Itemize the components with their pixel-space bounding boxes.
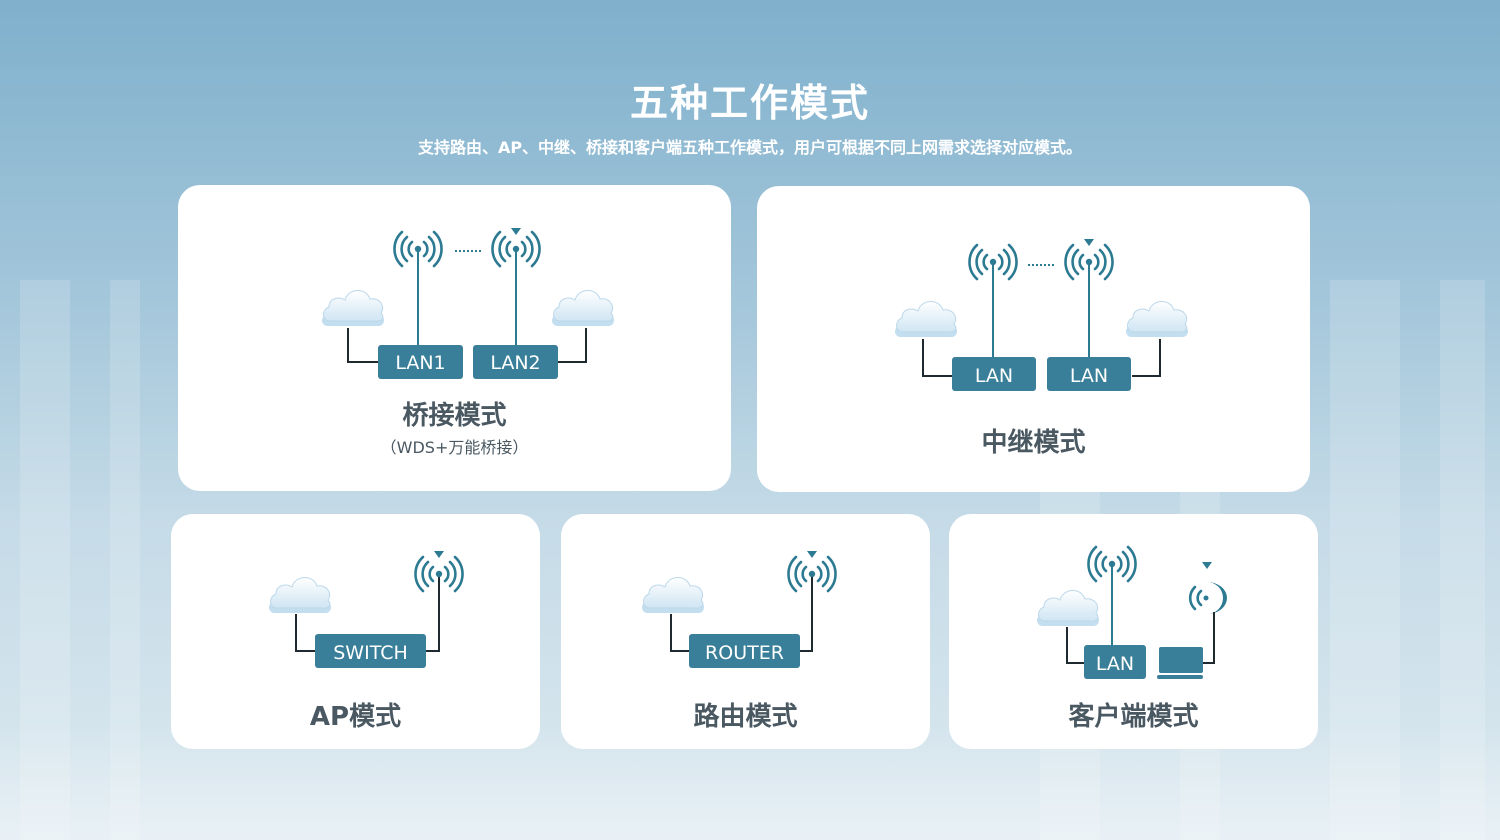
card-router-mode: ROUTER 路由模式: [561, 514, 930, 749]
cloud-icon: [268, 576, 332, 614]
ap-switch-label: SWITCH: [333, 642, 408, 664]
repeater-lan-label-2: LAN: [1070, 365, 1108, 387]
bridge-diagram: LAN1 LAN2: [321, 228, 615, 379]
cloud-icon: [551, 289, 615, 327]
bridge-mode-subtitle: （WDS+万能桥接）: [380, 438, 529, 457]
bridge-lan2-label: LAN2: [490, 352, 540, 374]
card-ap-mode: SWITCH AP模式: [171, 514, 540, 749]
page-subtitle: 支持路由、AP、中继、桥接和客户端五种工作模式，用户可根据不同上网需求选择对应模…: [417, 138, 1083, 157]
cloud-icon: [1036, 589, 1100, 627]
router-diagram: ROUTER: [641, 551, 837, 668]
card-bridge-mode: LAN1 LAN2 桥接模式 （WDS+万能桥接）: [178, 185, 731, 491]
router-mode-title: 路由模式: [693, 702, 798, 732]
ap-mode-title: AP模式: [309, 702, 402, 732]
client-diagram: LAN: [1036, 545, 1227, 679]
bridge-lan1-label: LAN1: [395, 352, 445, 374]
router-router-label: ROUTER: [705, 642, 784, 664]
repeater-diagram: LAN LAN: [894, 239, 1189, 391]
cloud-icon: [321, 289, 385, 327]
cloud-icon: [894, 300, 958, 338]
ap-diagram: SWITCH: [268, 551, 464, 668]
card-client-mode: LAN 客户端模式: [949, 514, 1318, 749]
page-title: 五种工作模式: [629, 81, 870, 125]
cloud-icon: [641, 576, 705, 614]
cloud-icon: [1125, 300, 1189, 338]
laptop-icon: [1157, 647, 1203, 679]
client-lan-label: LAN: [1096, 653, 1134, 675]
repeater-lan-label-1: LAN: [975, 365, 1013, 387]
client-mode-title: 客户端模式: [1068, 702, 1199, 732]
repeater-mode-title: 中继模式: [981, 428, 1086, 458]
bridge-mode-title: 桥接模式: [402, 401, 507, 431]
card-repeater-mode: LAN LAN 中继模式: [757, 186, 1310, 492]
